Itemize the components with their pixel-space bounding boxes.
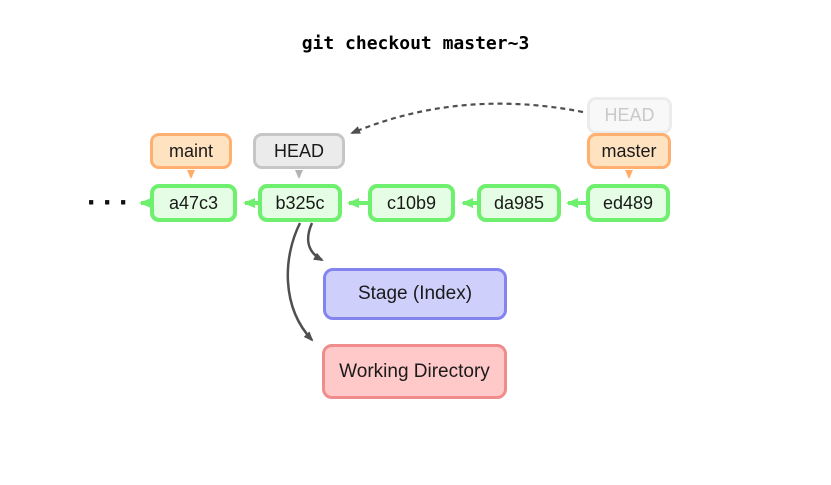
commit-id-label: da985 xyxy=(493,192,545,213)
stage-index-label: Stage (Index) xyxy=(357,283,473,304)
head-name: HEAD xyxy=(273,140,324,161)
branch-label-master: master xyxy=(587,133,671,169)
working-directory-box: Working Directory xyxy=(322,344,507,399)
branch-name: master xyxy=(601,140,657,161)
commit-node-c10b9: c10b9 xyxy=(368,184,455,222)
previous-head-ghost-label: HEAD xyxy=(587,97,672,134)
commit-id-label: a47c3 xyxy=(168,192,219,213)
commit-id-label: b325c xyxy=(275,192,325,213)
working-directory-label: Working Directory xyxy=(339,360,490,382)
branch-name: maint xyxy=(168,140,213,161)
commit-node-da985: da985 xyxy=(477,184,561,222)
arrow-b325c-to-stage xyxy=(306,222,324,262)
stage-index-box: Stage (Index) xyxy=(323,268,507,320)
arrow-head-move-dashed xyxy=(350,102,584,135)
branch-label-maint: maint xyxy=(150,133,232,169)
commit-id-label: ed489 xyxy=(602,192,654,213)
head-pointer-label: HEAD xyxy=(253,133,345,169)
commit-node-ed489: ed489 xyxy=(586,184,670,222)
diagram-title: git checkout master~3 xyxy=(301,33,530,54)
head-name: HEAD xyxy=(604,105,655,125)
commit-id-label: c10b9 xyxy=(386,192,437,213)
commit-history-ellipsis: ··· xyxy=(87,186,135,219)
commit-node-a47c3: a47c3 xyxy=(150,184,237,222)
commit-node-b325c: b325c xyxy=(258,184,342,222)
arrow-b325c-to-working-directory xyxy=(286,222,314,342)
